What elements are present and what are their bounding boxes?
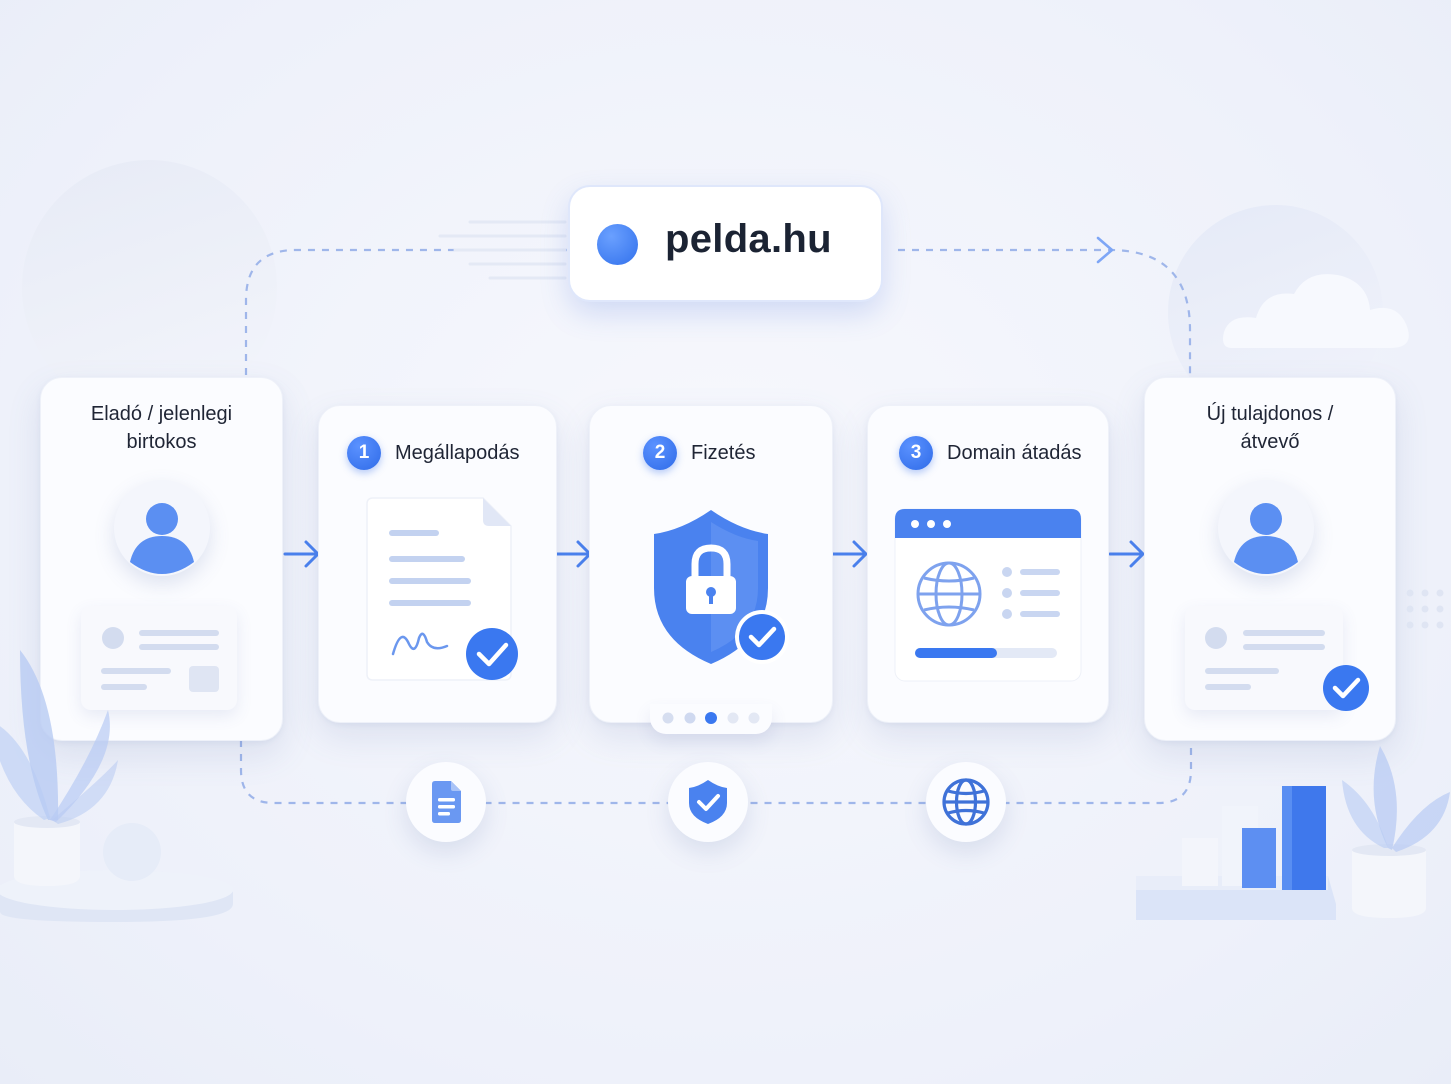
plant-decoration-left	[0, 650, 233, 922]
domain-pill: pelda.hu	[570, 187, 881, 300]
step-head-2: 2 Fizetés	[643, 436, 755, 470]
domain-name: pelda.hu	[665, 217, 832, 261]
shield-check-icon	[668, 762, 748, 842]
step-label: Fizetés	[691, 441, 756, 464]
step-card-transfer: 3 Domain átadás	[867, 405, 1109, 723]
check-badge-icon	[1323, 665, 1369, 711]
carousel-indicator	[650, 704, 772, 734]
step-head-1: 1 Megállapodás	[347, 436, 520, 470]
step-label: Megállapodás	[395, 441, 520, 464]
buyer-card: Új tulajdonos / átvevő	[1144, 377, 1396, 741]
bar-chart-decoration	[1136, 786, 1336, 920]
step-number-badge: 1	[347, 436, 381, 470]
document-icon	[406, 762, 486, 842]
plant-decoration-right	[1342, 746, 1450, 918]
decor-circle-left	[22, 160, 277, 415]
signed-document-icon	[366, 497, 518, 681]
buyer-title: Új tulajdonos / átvevő	[1206, 403, 1334, 453]
cloud-icon	[1223, 274, 1409, 348]
step-card-agreement: 1 Megállapodás	[318, 405, 557, 723]
avatar-icon	[1218, 480, 1314, 576]
dot-grid-decoration	[1406, 589, 1444, 629]
step-head-3: 3 Domain átadás	[899, 436, 1082, 470]
seller-card: Eladó / jelenlegi birtokos	[40, 377, 283, 741]
step-number-badge: 2	[643, 436, 677, 470]
step-label: Domain átadás	[947, 441, 1082, 464]
shield-lock-icon	[654, 510, 789, 664]
seller-title: Eladó / jelenlegi birtokos	[90, 403, 233, 453]
globe-icon	[926, 762, 1006, 842]
id-card-verified-icon	[1185, 606, 1343, 710]
step-card-payment: 2 Fizetés	[589, 405, 833, 734]
browser-globe-icon	[894, 508, 1082, 682]
avatar-icon	[114, 480, 210, 576]
domain-status-dot	[597, 224, 638, 265]
id-card-icon	[81, 606, 237, 710]
step-number-badge: 3	[899, 436, 933, 470]
